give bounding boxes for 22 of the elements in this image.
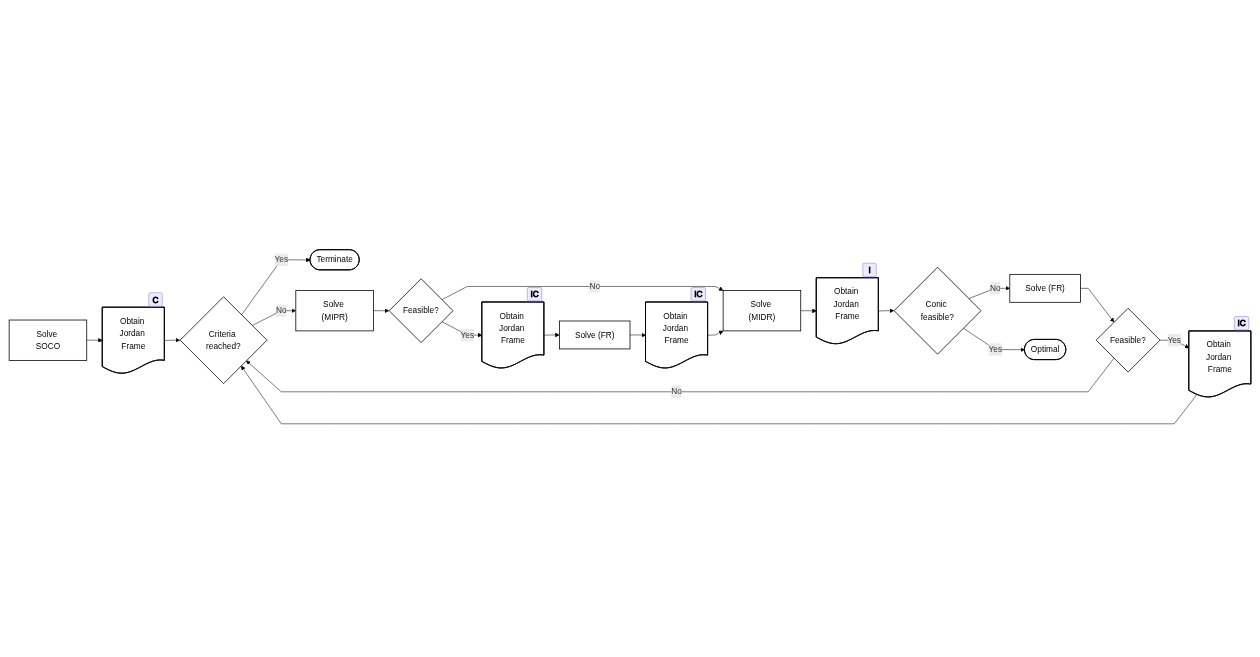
edge-label: No — [589, 281, 600, 291]
node-box: Solve SOCO — [8, 319, 88, 361]
edge-label: Yes — [988, 344, 1003, 354]
node-diamond: Feasible? — [1095, 307, 1161, 373]
tag-badge: IC — [527, 286, 543, 301]
tag-badge: IC — [1234, 315, 1250, 330]
edge-label: No — [990, 283, 1001, 292]
tag-badge: IC — [690, 286, 706, 301]
edge-label: Yes — [1167, 335, 1182, 344]
edge-label: Yes — [460, 329, 475, 339]
edge-label: No — [276, 305, 287, 315]
node-box: Solve (MIDR) — [722, 289, 802, 331]
node-box: Solve (MIPR) — [295, 289, 374, 331]
node-box: Solve (FR) — [559, 320, 631, 349]
tag-badge: I — [862, 262, 877, 277]
edge-label: No — [671, 386, 682, 396]
tag-badge: C — [148, 292, 163, 306]
edge-label: Yes — [274, 254, 289, 264]
node-diamond: Criteria reached? — [179, 295, 268, 384]
node-box: Solve (FR) — [1009, 273, 1081, 303]
node-diamond: Feasible? — [388, 277, 454, 343]
node-diamond: Conic feasible? — [893, 266, 982, 355]
